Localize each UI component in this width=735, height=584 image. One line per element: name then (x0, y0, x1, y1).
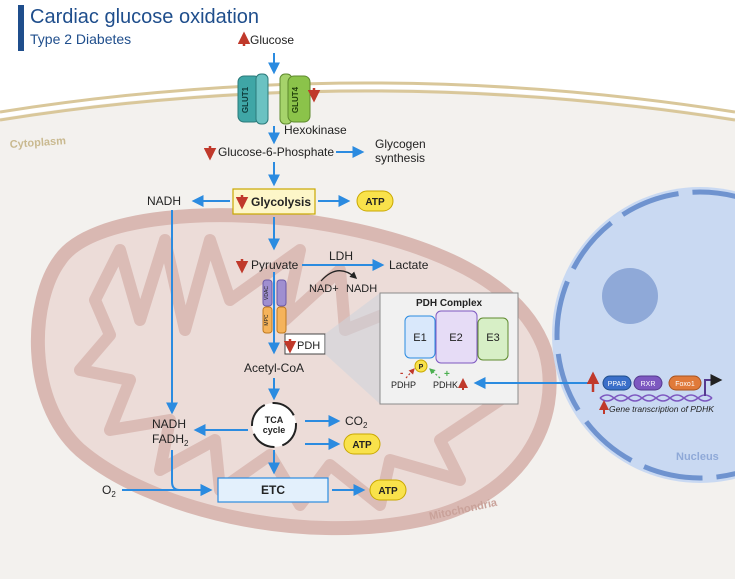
glut1-label: GLUT1 (241, 86, 250, 113)
pdhk-plus-sign: + (444, 369, 450, 380)
mitochondrion-cristae (74, 234, 506, 511)
tca-cycle (251, 402, 297, 448)
mpc-label: MPC (264, 314, 270, 326)
gene-transcription-label: Gene transcription of PDHK (609, 404, 714, 414)
cytoplasm-label: Cytoplasm (9, 135, 66, 151)
mpc-channel-right (276, 306, 287, 334)
glut4-label: GLUT4 (291, 86, 300, 113)
hexokinase-label: Hexokinase (284, 123, 347, 137)
o2-text: O (102, 483, 111, 497)
vdac-label: VDAC (264, 286, 270, 300)
fadh-subscript: 2 (184, 439, 189, 448)
pdh-e2-label: E2 (449, 332, 462, 344)
rxr-label: RXR (641, 381, 656, 388)
nucleus: Nucleus (552, 187, 735, 483)
nadh-tca-label: NADH (152, 417, 186, 431)
o2-label: O2 (102, 483, 116, 499)
pdh-e3-subunit (477, 317, 509, 361)
nucleus-label: Nucleus (676, 451, 719, 463)
rxr-factor (633, 375, 663, 391)
atp-badge-glycolysis (356, 190, 394, 212)
glycogen-label-line2: synthesis (375, 151, 425, 165)
ppar-label: PPAR (608, 381, 627, 388)
nadh-top-label: NADH (147, 194, 181, 208)
atp-badge-tca (343, 433, 381, 455)
fadh-text: FADH (152, 432, 184, 446)
nucleus-body (552, 187, 735, 483)
ldh-label: LDH (329, 249, 353, 263)
fadh-label: FADH2 (152, 432, 189, 448)
mpc-channel (262, 306, 273, 334)
tca-label-line2: cycle (263, 425, 286, 435)
nad-conversion-arrow (320, 270, 358, 282)
glycolysis-label: Glycolysis (251, 195, 311, 209)
etc-label: ETC (261, 483, 285, 497)
dna-strand-b (599, 394, 713, 402)
co2-subscript: 2 (363, 421, 368, 430)
pdh-e1-label: E1 (413, 332, 426, 344)
cell-membrane-outer (0, 81, 735, 114)
nucleolus (602, 268, 658, 324)
foxo1-label: Foxo1 (675, 381, 695, 388)
pdhp-minus-sign: - (400, 368, 403, 379)
nuclear-envelope (554, 189, 735, 481)
etc-box (217, 477, 329, 503)
pdh-complex-panel: PDH Complex E1 E2 E3 P - + PDHP PDHK (379, 292, 519, 405)
pdh-e1-subunit (404, 315, 436, 359)
tca-label-line1: TCA (265, 415, 284, 425)
pyruvate-label: Pyruvate (251, 258, 299, 272)
vdac-channel (262, 279, 273, 307)
foxo1-factor (668, 375, 702, 391)
nadh-ldh-label: NADH (346, 283, 377, 295)
glut1-transporter: GLUT1 (237, 73, 269, 125)
co2-text: CO (345, 414, 363, 428)
pdh-label: PDH (297, 340, 320, 352)
co2-label: CO2 (345, 414, 368, 430)
pdhp-label: PDHP (391, 380, 416, 390)
nad-plus-label: NAD+ (309, 283, 339, 295)
g6p-label: Glucose-6-Phosphate (218, 145, 334, 159)
pdh-e3-label: E3 (486, 332, 499, 344)
glucose-label: Glucose (250, 33, 294, 47)
lactate-label: Lactate (389, 258, 429, 272)
atp-label-glycolysis: ATP (365, 197, 385, 208)
ppar-factor (602, 375, 632, 391)
vdac-channel-right (276, 279, 287, 307)
pdh-complex-title: PDH Complex (416, 298, 483, 309)
page-title: Cardiac glucose oxidation (30, 6, 259, 28)
phosphate-label: P (419, 364, 424, 371)
acetyl-coa-label: Acetyl-CoA (244, 361, 304, 375)
atp-badge-etc (369, 479, 407, 501)
atp-label-tca: ATP (352, 440, 372, 451)
transcription-start-arrow (704, 374, 723, 396)
pdh-e2-subunit (435, 310, 478, 364)
pdh-zoom-cone (325, 293, 380, 404)
glut4-transporter: GLUT4 (279, 73, 311, 125)
phosphate-group (414, 359, 428, 373)
page-subtitle: Type 2 Diabetes (30, 31, 131, 47)
pdhk-label: PDHK (433, 380, 458, 390)
glycogen-label-line1: Glycogen (375, 137, 426, 151)
atp-label-etc: ATP (378, 486, 398, 497)
title-accent-bar (18, 5, 24, 51)
o2-subscript: 2 (111, 490, 116, 499)
cell-membrane-inner (0, 89, 735, 122)
